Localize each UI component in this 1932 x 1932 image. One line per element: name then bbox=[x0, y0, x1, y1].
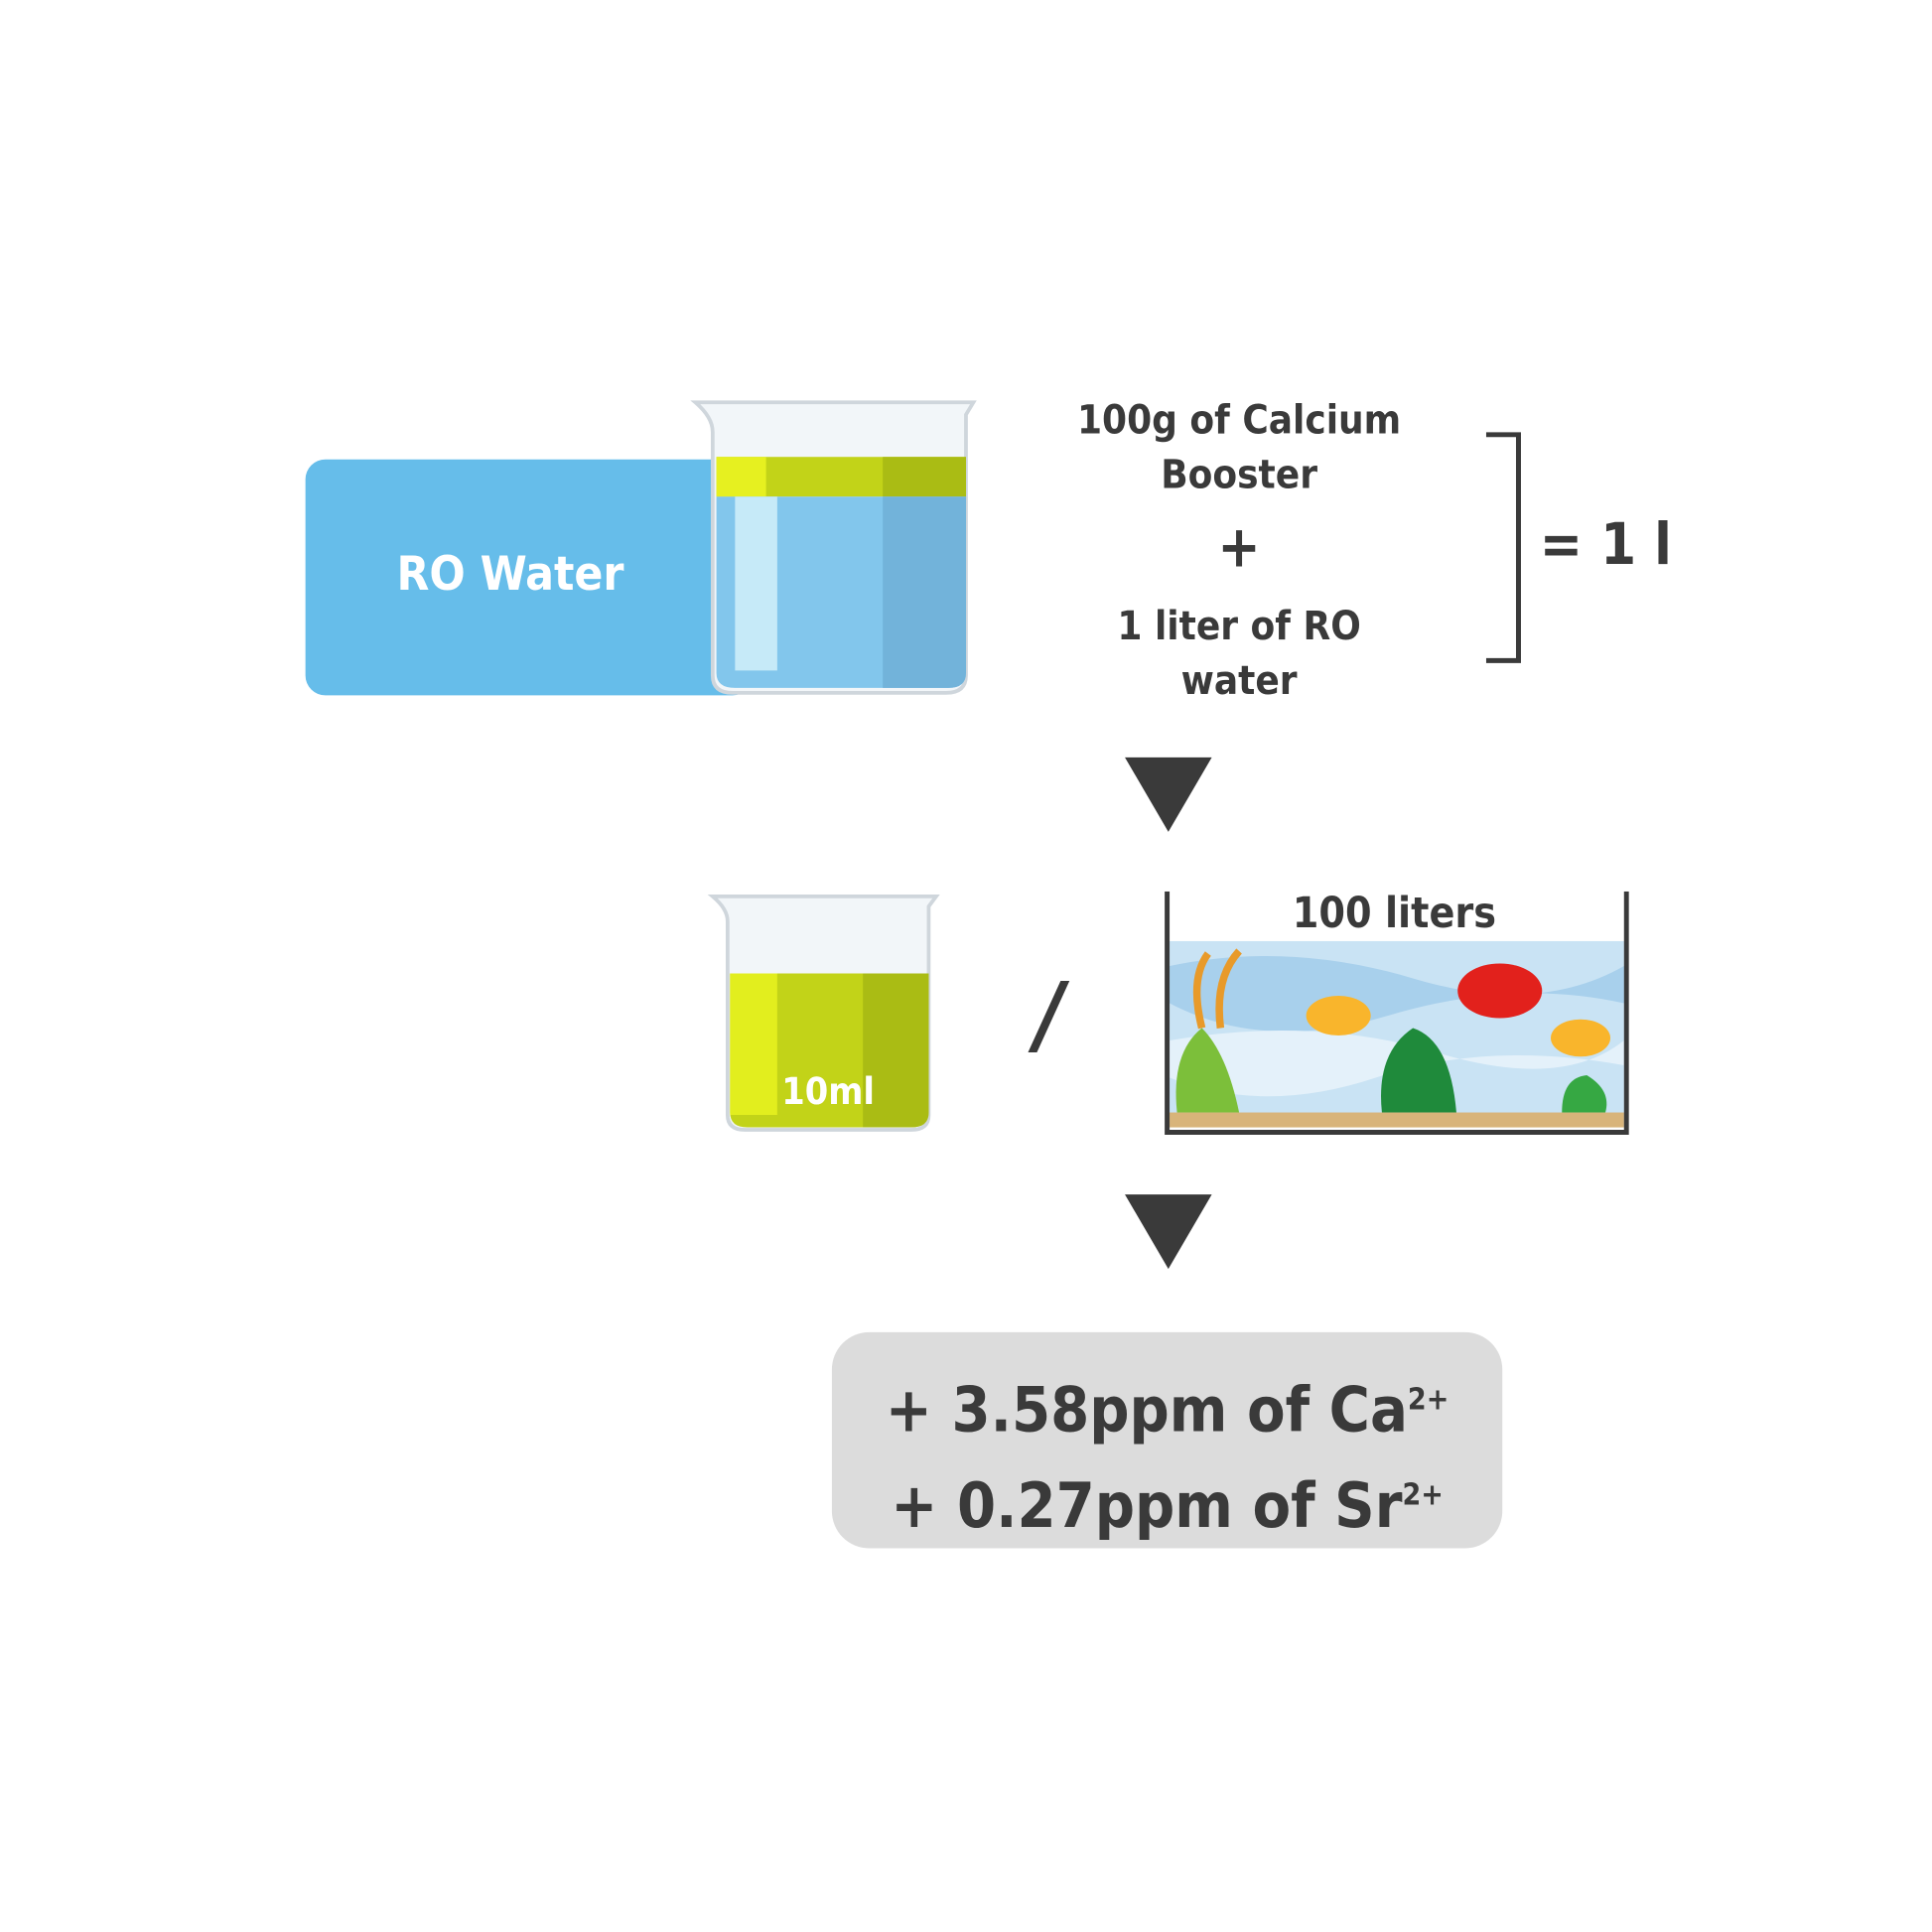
large-beaker-icon bbox=[690, 400, 977, 695]
divide-symbol: / bbox=[1035, 963, 1064, 1066]
down-arrow-icon bbox=[1125, 757, 1212, 832]
equals-one-liter: = 1 l bbox=[1539, 509, 1672, 578]
aquarium-tank-icon bbox=[1165, 891, 1629, 1136]
small-beaker-icon bbox=[707, 895, 940, 1132]
small-beaker-label: 10ml bbox=[781, 1070, 876, 1114]
recipe-line-4: water bbox=[1180, 656, 1298, 705]
bracket-icon bbox=[1485, 432, 1521, 663]
result-calcium: + 3.58ppm of Ca2+ bbox=[885, 1373, 1449, 1447]
ro-water-label: RO Water bbox=[396, 546, 624, 602]
recipe-line-2: Booster bbox=[1161, 450, 1317, 498]
result-box: + 3.58ppm of Ca2+ + 0.27ppm of Sr2+ bbox=[831, 1331, 1503, 1549]
plus-icon: + bbox=[1217, 512, 1261, 581]
recipe-line-1: 100g of Calcium bbox=[1076, 395, 1402, 444]
ro-water-box bbox=[305, 459, 753, 696]
result-strontium: + 0.27ppm of Sr2+ bbox=[891, 1468, 1444, 1542]
tank-volume-label: 100 liters bbox=[1292, 889, 1497, 939]
recipe-line-3: 1 liter of RO bbox=[1117, 602, 1361, 650]
down-arrow-icon bbox=[1125, 1194, 1212, 1270]
